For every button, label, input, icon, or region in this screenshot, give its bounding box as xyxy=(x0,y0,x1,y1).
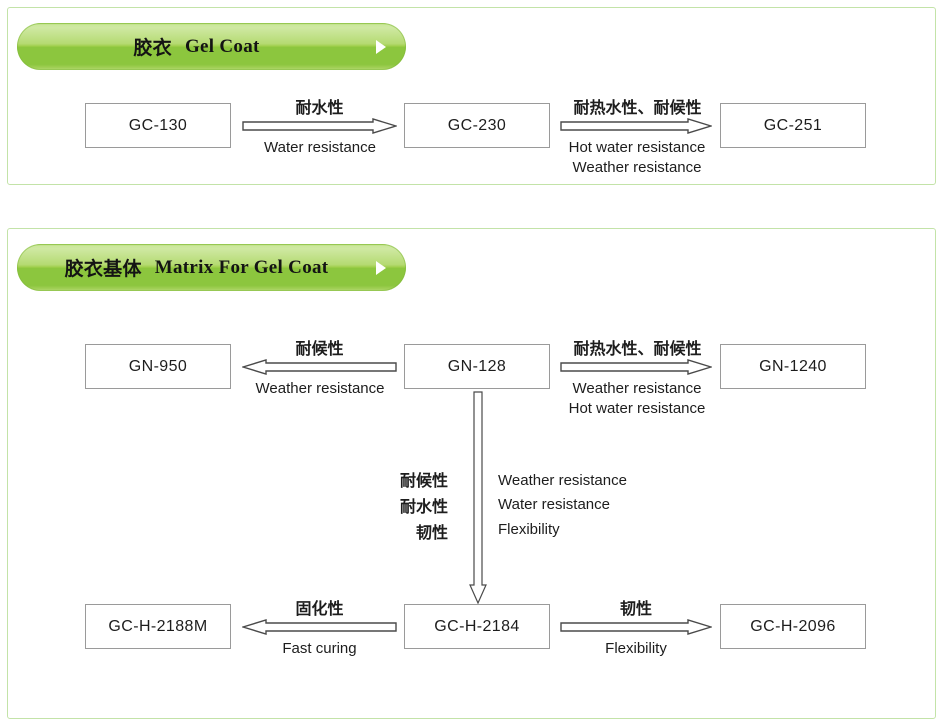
node-box[interactable]: GC-H-2096 xyxy=(720,604,866,649)
flow-arrow-label-en-line: Hot water resistance xyxy=(568,139,706,156)
play-triangle-icon xyxy=(376,39,386,54)
panel-header-matrix-for-gel-coat[interactable]: 胶衣基体 Matrix For Gel Coat xyxy=(17,244,406,291)
panel-header-label-cn: 胶衣基体 xyxy=(64,259,142,280)
flow-arrow-label-cn: 耐热水性、耐候性 xyxy=(573,100,702,117)
play-triangle-icon xyxy=(376,260,386,275)
flow-arrow-label-en-line: Flexibility xyxy=(498,520,560,538)
panel-header-gel-coat[interactable]: 胶衣 Gel Coat xyxy=(17,23,406,70)
node-box[interactable]: GC-230 xyxy=(404,103,550,148)
panel-header-label-en: Matrix For Gel Coat xyxy=(154,256,329,278)
panel-header-label: 胶衣基体 Matrix For Gel Coat xyxy=(17,244,406,291)
node-box[interactable]: GC-H-2188M xyxy=(85,604,231,649)
flow-arrow-label-en-line: Flexibility xyxy=(605,640,667,657)
flow-arrow-label-en-line: Water resistance xyxy=(264,139,376,156)
flow-arrow-label-en: Flexibility xyxy=(560,639,712,659)
flow-arrow-label-en: Weather resistance Water resistance Flex… xyxy=(498,469,738,542)
flow-arrow-right xyxy=(242,118,397,134)
node-box[interactable]: GN-1240 xyxy=(720,344,866,389)
node-box[interactable]: GC-H-2184 xyxy=(404,604,550,649)
flow-arrow-label-cn: 耐水性 xyxy=(295,100,344,117)
flow-arrow-label-en-line: Hot water resistance xyxy=(568,400,706,418)
node-box[interactable]: GC-251 xyxy=(720,103,866,148)
flow-arrow-right xyxy=(560,118,712,134)
node-box[interactable]: GN-128 xyxy=(404,344,550,389)
panel-header-label: 胶衣 Gel Coat xyxy=(17,23,406,70)
flow-arrow-label-en: Water resistance xyxy=(230,138,410,158)
flow-arrow-label-cn: 耐候性 耐水性 韧性 xyxy=(338,469,448,547)
flow-arrow-label-en-line: Weather resistance xyxy=(255,380,385,397)
flow-arrow-label-en-line: Weather resistance xyxy=(572,159,702,177)
node-box[interactable]: GC-130 xyxy=(85,103,231,148)
flow-arrow-label-cn: 固化性 xyxy=(295,601,344,618)
flow-arrow-label-cn: 耐热水性、耐候性 xyxy=(573,341,702,358)
flow-arrow-label-en-line: Weather resistance xyxy=(498,472,627,489)
flow-arrow-label-en-line: Fast curing xyxy=(282,640,357,657)
flow-arrow-left xyxy=(242,359,397,375)
node-box[interactable]: GN-950 xyxy=(85,344,231,389)
flow-arrow-label-cn: 韧性 xyxy=(619,601,652,618)
flow-arrow-label-en: Weather resistance Hot water resistance xyxy=(546,379,728,419)
flow-arrow-down xyxy=(469,391,487,604)
flow-arrow-label-cn-line: 韧性 xyxy=(415,524,448,542)
flow-arrow-left xyxy=(242,619,397,635)
flow-arrow-label-en: Weather resistance xyxy=(230,379,410,399)
flow-arrow-label-cn-line: 耐候性 xyxy=(399,473,448,490)
panel-matrix-for-gel-coat: 胶衣基体 Matrix For Gel Coat GN-950 GN-128 G… xyxy=(7,228,936,719)
flow-arrow-label-en-line: Weather resistance xyxy=(572,380,702,397)
panel-gel-coat: 胶衣 Gel Coat GC-130 GC-230 GC-251 耐水性 Wat… xyxy=(7,7,936,185)
flow-arrow-label-cn: 耐候性 xyxy=(295,341,344,358)
flow-arrow-right xyxy=(560,619,712,635)
flow-arrow-label-en: Fast curing xyxy=(242,639,397,659)
panel-header-label-cn: 胶衣 xyxy=(133,38,172,59)
flow-arrow-label-en: Hot water resistance Weather resistance xyxy=(546,138,728,178)
panel-header-label-en: Gel Coat xyxy=(184,35,260,57)
flow-arrow-label-cn-line: 耐水性 xyxy=(399,498,448,516)
flow-arrow-right xyxy=(560,359,712,375)
flow-arrow-label-en-line: Water resistance xyxy=(498,496,610,514)
